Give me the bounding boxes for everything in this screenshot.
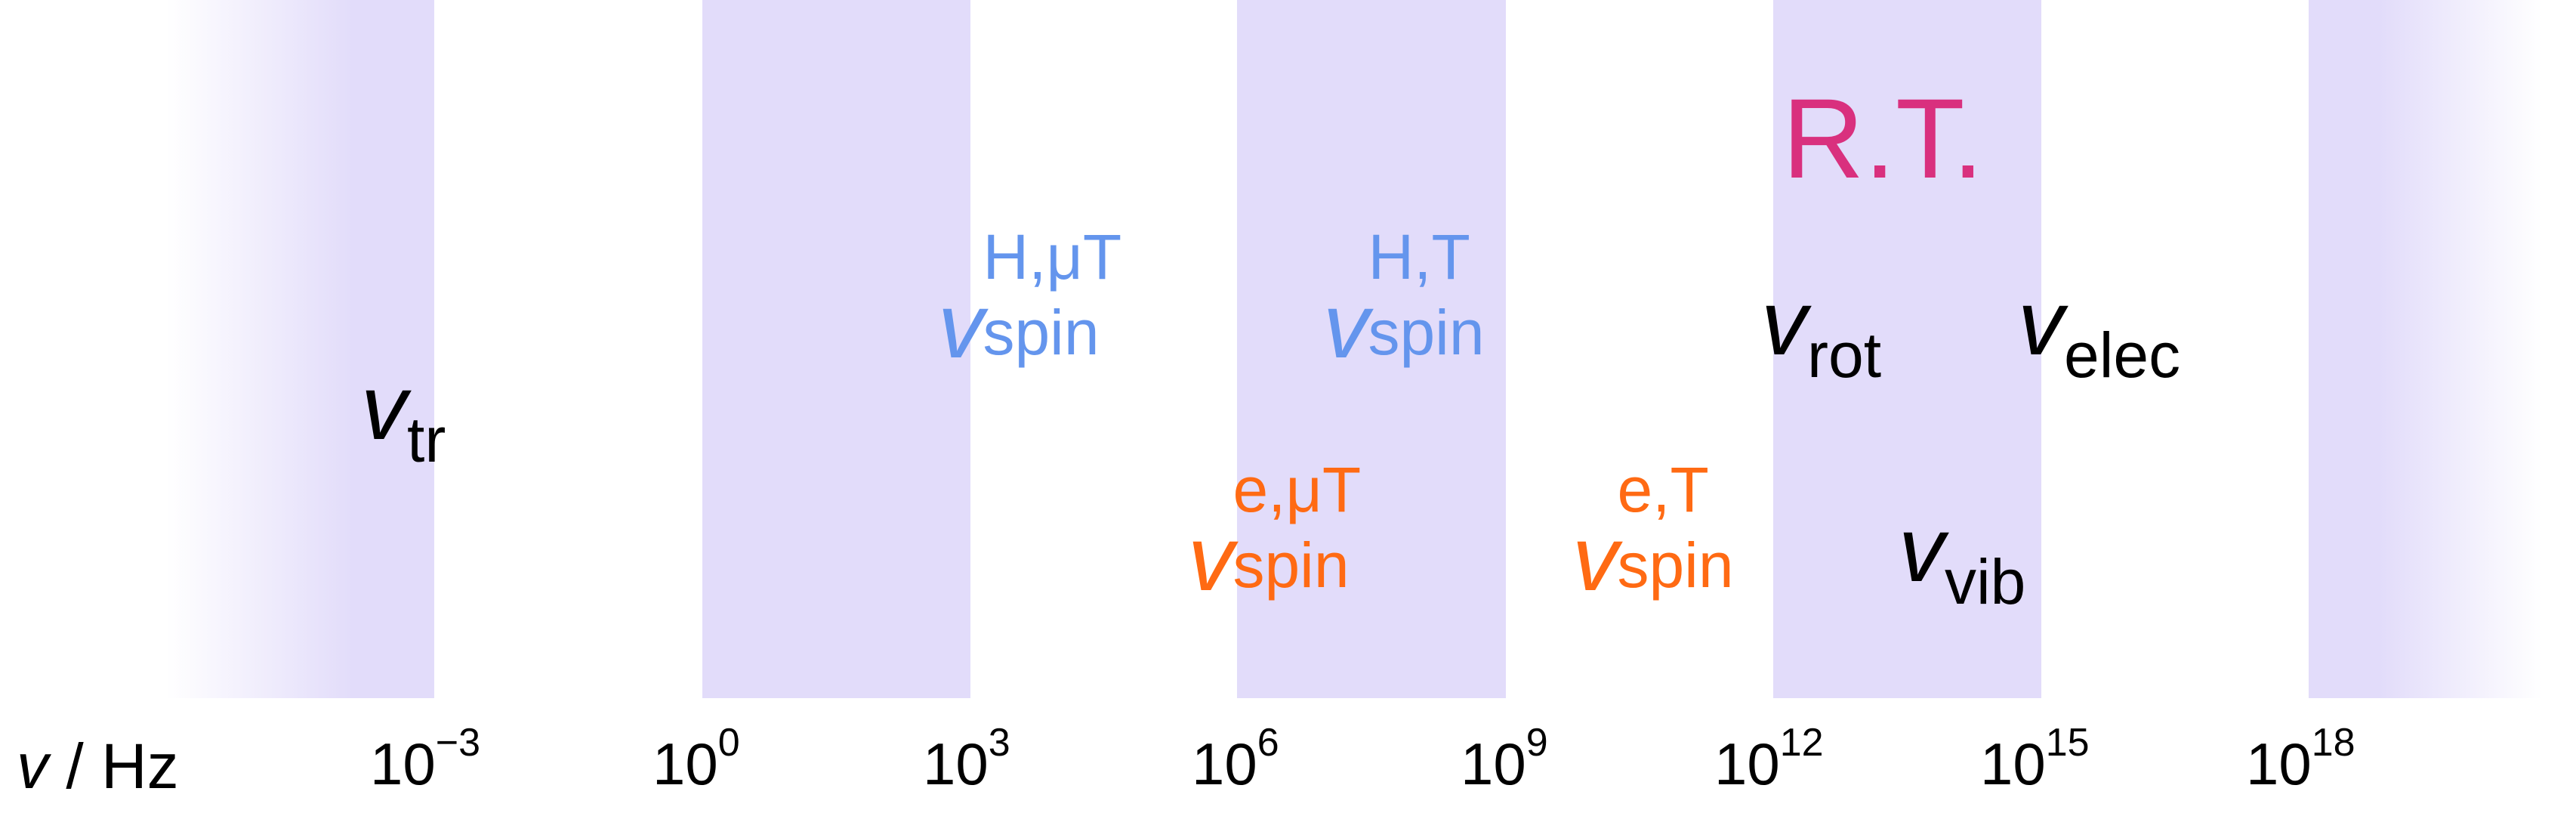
label-subscript: elec: [2064, 320, 2181, 391]
tick-base: 10: [1192, 731, 1257, 797]
label-subscript: spin: [1617, 530, 1734, 601]
label-nuclear-spin-microtesla: v H,μT spin: [938, 225, 1126, 411]
tick-exponent: 0: [717, 721, 740, 765]
tick-base: 10: [1980, 731, 2046, 797]
label-electronic: velec: [2018, 277, 2180, 387]
label-electron-spin-tesla: v e,T spin: [1572, 458, 1738, 644]
label-superscript: H,T: [1368, 221, 1470, 292]
band-1e6-1e9: [1237, 0, 1506, 698]
tick-base: 10: [1714, 731, 1780, 797]
tick-label: 10−3: [370, 723, 480, 793]
tick-base: 10: [370, 731, 436, 797]
label-symbol: v: [361, 356, 407, 459]
label-subscript: rot: [1807, 320, 1882, 391]
label-symbol: v: [1899, 498, 1945, 601]
band-fade-right: [2309, 0, 2543, 698]
label-symbol: v: [1572, 507, 1618, 610]
tick-label: 1012: [1714, 723, 1824, 793]
tick-exponent: 6: [1257, 721, 1279, 765]
label-symbol: v: [1323, 274, 1369, 377]
tick-label: 1015: [1980, 723, 2090, 793]
axis-unit: / Hz: [48, 731, 179, 802]
tick-label: 109: [1461, 723, 1548, 793]
label-superscript: e,μT: [1232, 454, 1362, 525]
label-symbol: v: [1761, 271, 1807, 374]
label-electron-spin-microtesla: v e,μT spin: [1188, 458, 1365, 644]
band-1e0-1e3: [702, 0, 970, 698]
tick-exponent: −3: [435, 721, 481, 765]
label-subscript: vib: [1945, 546, 2026, 617]
tick-base: 10: [652, 731, 718, 797]
tick-base: 10: [2246, 731, 2312, 797]
tick-label: 103: [923, 723, 1010, 793]
tick-exponent: 12: [1779, 721, 1824, 765]
label-symbol: v: [938, 274, 984, 377]
label-symbol: v: [1188, 507, 1234, 610]
label-superscript: e,T: [1617, 454, 1709, 525]
label-symbol: v: [2018, 271, 2064, 374]
tick-base: 10: [1461, 731, 1526, 797]
tick-exponent: 9: [1526, 721, 1548, 765]
band-fade-left: [166, 0, 434, 698]
tick-base: 10: [923, 731, 989, 797]
label-rotational: vrot: [1761, 277, 1881, 387]
label-subscript: tr: [407, 404, 446, 475]
label-vibrational: vvib: [1899, 503, 2025, 614]
label-superscript: H,μT: [983, 221, 1122, 292]
tick-label: 1018: [2246, 723, 2355, 793]
room-temperature-label: R.T.: [1782, 75, 1984, 202]
axis-title: v / Hz: [17, 734, 179, 798]
label-subscript: spin: [983, 297, 1100, 368]
tick-exponent: 3: [988, 721, 1010, 765]
tick-exponent: 15: [2045, 721, 2090, 765]
tick-label: 106: [1192, 723, 1279, 793]
tick-label: 100: [652, 723, 740, 793]
label-nuclear-spin-tesla: v H,T spin: [1323, 225, 1489, 411]
label-subscript: spin: [1232, 530, 1350, 601]
label-subscript: spin: [1368, 297, 1485, 368]
tick-exponent: 18: [2311, 721, 2355, 765]
band-1e12-1e15: [1773, 0, 2041, 698]
label-translational: vtr: [361, 361, 446, 471]
axis-symbol: v: [17, 731, 48, 802]
